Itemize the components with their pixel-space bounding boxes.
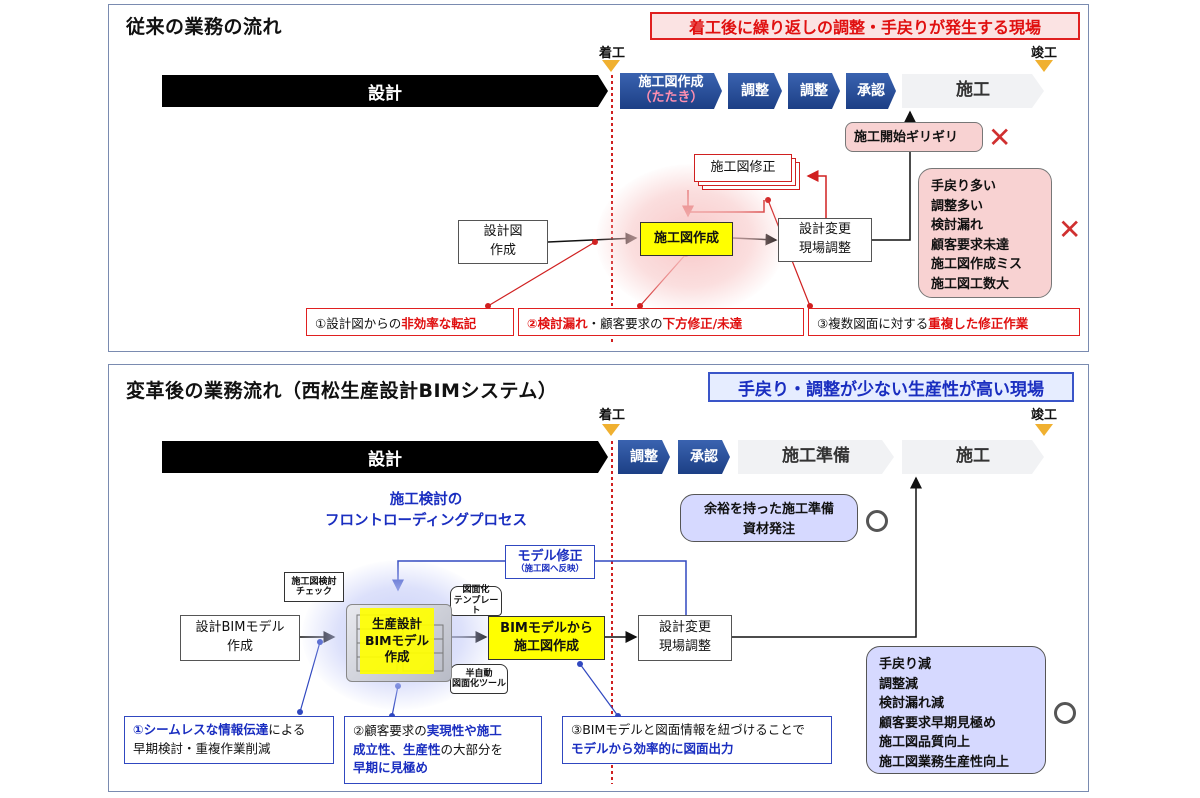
bottom-note-3: ③BIMモデルと図面情報を紐づけることで モデルから効率的に図面出力 xyxy=(562,716,832,764)
prep-callout: 余裕を持った施工準備 資材発注 xyxy=(680,494,858,542)
top-issues-callout: 手戻り多い 調整多い 検討漏れ 顧客要求未達 施工図作成ミス 施工図工数大 xyxy=(918,168,1052,298)
top-change-box: 設計変更 現場調整 xyxy=(778,218,872,262)
check-tag: 施工図検討 チェック xyxy=(284,572,344,602)
bottom-stage-approve: 承認 xyxy=(678,440,730,474)
top-stage-shop-drawing: 施工図作成 （たたき） xyxy=(620,73,722,109)
model-fix-box: モデル修正 （施工図へ反映） xyxy=(505,545,595,579)
top-cross-icon-2: ✕ xyxy=(1058,213,1082,246)
bim-design-box: 設計BIMモデル 作成 xyxy=(180,615,300,661)
top-stage-approve: 承認 xyxy=(846,73,896,109)
bottom-note-1: ①シームレスな情報伝達による 早期検討・重複作業削減 xyxy=(124,716,334,764)
bottom-benefits-callout: 手戻り減 調整減 検討漏れ減 顧客要求早期見極め 施工図品質向上 施工図業務生産… xyxy=(866,646,1046,774)
circle-icon-2 xyxy=(1054,702,1076,724)
from-bim-box: BIMモデルから 施工図作成 xyxy=(488,616,605,660)
top-design-drawing-box: 設計図 作成 xyxy=(458,220,548,264)
bottom-stage-construction: 施工 xyxy=(902,440,1044,474)
bottom-note-2: ②顧客要求の実現性や施工 成立性、生産性の大部分を 早期に見極め xyxy=(344,716,542,784)
auto-tool-tag: 半自動 図面化ツール xyxy=(450,664,508,694)
top-stage-construction: 施工 xyxy=(902,74,1044,108)
top-start-marker-icon xyxy=(602,60,620,72)
top-shop-drawing-box: 施工図作成 xyxy=(640,222,733,256)
top-design-bar: 設計 xyxy=(162,75,608,107)
production-bim-box: 生産設計 BIMモデル 作成 xyxy=(360,608,434,674)
front-loading-label: 施工検討の フロントローディングプロセス xyxy=(325,492,527,530)
top-milestone-start: 着工 xyxy=(598,46,625,61)
top-stage-adjust-1: 調整 xyxy=(728,73,782,109)
top-banner: 着工後に繰り返しの調整・手戻りが発生する現場 xyxy=(650,12,1080,40)
bottom-end-marker-icon xyxy=(1035,424,1053,436)
circle-icon-1 xyxy=(866,510,888,532)
bottom-design-bar: 設計 xyxy=(162,441,608,473)
top-cross-icon-1: ✕ xyxy=(988,121,1012,154)
top-note-1: ①設計図からの非効率な転記 xyxy=(306,308,514,336)
bottom-stage-prep: 施工準備 xyxy=(738,440,894,474)
top-revision-box: 施工図修正 xyxy=(694,154,792,182)
top-title: 従来の業務の流れ xyxy=(126,16,283,38)
top-note-3: ③複数図面に対する重複した修正作業 xyxy=(808,308,1080,336)
bottom-change-box: 設計変更 現場調整 xyxy=(638,615,732,661)
top-note-2: ②検討漏れ・顧客要求の下方修正/未達 xyxy=(518,308,804,336)
bottom-title: 変革後の業務流れ（西松生産設計BIMシステム） xyxy=(126,380,558,402)
template-tag: 図面化 テンプレート xyxy=(450,585,502,616)
bottom-milestone-start: 着工 xyxy=(598,408,625,423)
top-start-limit-box: 施工開始ギリギリ xyxy=(845,122,983,152)
top-milestone-end: 竣工 xyxy=(1030,46,1057,61)
top-end-marker-icon xyxy=(1035,60,1053,72)
bottom-banner: 手戻り・調整が少ない生産性が高い現場 xyxy=(708,372,1074,402)
bottom-stage-adjust: 調整 xyxy=(618,440,670,474)
top-stage-adjust-2: 調整 xyxy=(788,73,840,109)
bottom-milestone-end: 竣工 xyxy=(1030,408,1057,423)
bottom-start-marker-icon xyxy=(602,424,620,436)
